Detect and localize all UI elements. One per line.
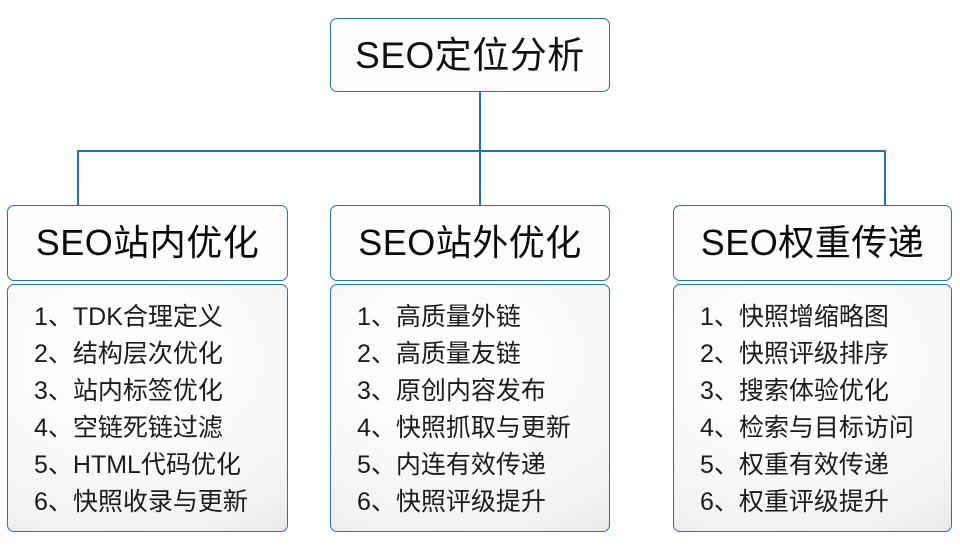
list-item-number: 2、 bbox=[34, 340, 73, 368]
list-item-number: 1、 bbox=[700, 303, 739, 331]
list-item-text: 快照抓取与更新 bbox=[395, 414, 571, 442]
list-item: 6、权重评级提升 bbox=[700, 484, 951, 521]
list-item-number: 5、 bbox=[357, 451, 396, 479]
list-item-number: 5、 bbox=[34, 451, 73, 479]
branch-header-title-0: SEO站内优化 bbox=[35, 222, 260, 263]
list-item-number: 1、 bbox=[34, 303, 73, 331]
connector-drop-branch-1 bbox=[479, 150, 481, 206]
branch-header-2[interactable]: SEO权重传递 bbox=[673, 205, 952, 281]
branch-header-title-2: SEO权重传递 bbox=[700, 222, 925, 263]
list-item-number: 3、 bbox=[700, 377, 739, 405]
list-item-text: 快照评级排序 bbox=[738, 340, 889, 368]
branch-column-seo-weight: SEO权重传递 1、快照增缩略图 2、快照评级排序 3、搜索体验优化 4、检索与… bbox=[673, 205, 952, 532]
list-item: 1、高质量外链 bbox=[357, 299, 609, 336]
list-item-text: 空链死链过滤 bbox=[72, 414, 223, 442]
root-node[interactable]: SEO定位分析 bbox=[330, 18, 610, 92]
list-item-number: 4、 bbox=[700, 414, 739, 442]
branch-header-1[interactable]: SEO站外优化 bbox=[330, 205, 610, 281]
list-item-number: 5、 bbox=[700, 451, 739, 479]
list-item-number: 6、 bbox=[700, 488, 739, 516]
list-item: 1、TDK合理定义 bbox=[34, 299, 287, 336]
list-item: 1、快照增缩略图 bbox=[700, 299, 951, 336]
list-item: 6、快照评级提升 bbox=[357, 484, 609, 521]
list-item-text: 高质量外链 bbox=[395, 303, 521, 331]
branch-header-title-1: SEO站外优化 bbox=[358, 222, 582, 263]
list-item-text: TDK合理定义 bbox=[72, 303, 223, 331]
branch-list-1: 1、高质量外链 2、高质量友链 3、原创内容发布 4、快照抓取与更新 5、内连有… bbox=[331, 299, 609, 521]
list-item: 5、内连有效传递 bbox=[357, 447, 609, 484]
list-item-number: 2、 bbox=[700, 340, 739, 368]
list-item-number: 6、 bbox=[357, 488, 396, 516]
list-item-text: 快照收录与更新 bbox=[72, 488, 248, 516]
list-item-text: 权重评级提升 bbox=[738, 488, 889, 516]
list-item-text: 内连有效传递 bbox=[395, 451, 546, 479]
list-item-number: 4、 bbox=[357, 414, 396, 442]
list-item: 3、搜索体验优化 bbox=[700, 373, 951, 410]
branch-header-0[interactable]: SEO站内优化 bbox=[7, 205, 288, 281]
connector-drop-branch-2 bbox=[884, 150, 886, 206]
branch-body-1: 1、高质量外链 2、高质量友链 3、原创内容发布 4、快照抓取与更新 5、内连有… bbox=[330, 284, 610, 532]
list-item: 3、原创内容发布 bbox=[357, 373, 609, 410]
list-item-text: 原创内容发布 bbox=[395, 377, 546, 405]
list-item-text: 站内标签优化 bbox=[72, 377, 223, 405]
list-item-text: 快照增缩略图 bbox=[738, 303, 889, 331]
root-node-title: SEO定位分析 bbox=[355, 34, 585, 76]
list-item-number: 4、 bbox=[34, 414, 73, 442]
list-item: 2、快照评级排序 bbox=[700, 336, 951, 373]
list-item: 2、高质量友链 bbox=[357, 336, 609, 373]
connector-drop-branch-0 bbox=[77, 150, 79, 206]
branch-column-seo-offsite: SEO站外优化 1、高质量外链 2、高质量友链 3、原创内容发布 4、快照抓取与… bbox=[330, 205, 610, 532]
list-item-text: 搜索体验优化 bbox=[738, 377, 889, 405]
list-item-number: 1、 bbox=[357, 303, 396, 331]
list-item: 2、结构层次优化 bbox=[34, 336, 287, 373]
list-item-text: 检索与目标访问 bbox=[738, 414, 914, 442]
list-item: 4、检索与目标访问 bbox=[700, 410, 951, 447]
branch-list-2: 1、快照增缩略图 2、快照评级排序 3、搜索体验优化 4、检索与目标访问 5、权… bbox=[674, 299, 951, 521]
list-item-text: 结构层次优化 bbox=[72, 340, 223, 368]
list-item-text: HTML代码优化 bbox=[72, 451, 241, 479]
list-item-number: 3、 bbox=[34, 377, 73, 405]
branch-body-0: 1、TDK合理定义 2、结构层次优化 3、站内标签优化 4、空链死链过滤 5、H… bbox=[7, 284, 288, 532]
list-item-number: 6、 bbox=[34, 488, 73, 516]
branch-body-2: 1、快照增缩略图 2、快照评级排序 3、搜索体验优化 4、检索与目标访问 5、权… bbox=[673, 284, 952, 532]
list-item: 4、空链死链过滤 bbox=[34, 410, 287, 447]
list-item: 3、站内标签优化 bbox=[34, 373, 287, 410]
list-item: 5、HTML代码优化 bbox=[34, 447, 287, 484]
branch-column-seo-onsite: SEO站内优化 1、TDK合理定义 2、结构层次优化 3、站内标签优化 4、空链… bbox=[7, 205, 288, 532]
list-item: 6、快照收录与更新 bbox=[34, 484, 287, 521]
list-item-text: 快照评级提升 bbox=[395, 488, 546, 516]
connector-root-stem bbox=[479, 92, 481, 151]
list-item: 5、权重有效传递 bbox=[700, 447, 951, 484]
list-item-text: 高质量友链 bbox=[395, 340, 521, 368]
list-item-number: 2、 bbox=[357, 340, 396, 368]
list-item-text: 权重有效传递 bbox=[738, 451, 889, 479]
branch-list-0: 1、TDK合理定义 2、结构层次优化 3、站内标签优化 4、空链死链过滤 5、H… bbox=[8, 299, 287, 521]
list-item-number: 3、 bbox=[357, 377, 396, 405]
list-item: 4、快照抓取与更新 bbox=[357, 410, 609, 447]
connector-horizontal-bus bbox=[78, 150, 886, 152]
